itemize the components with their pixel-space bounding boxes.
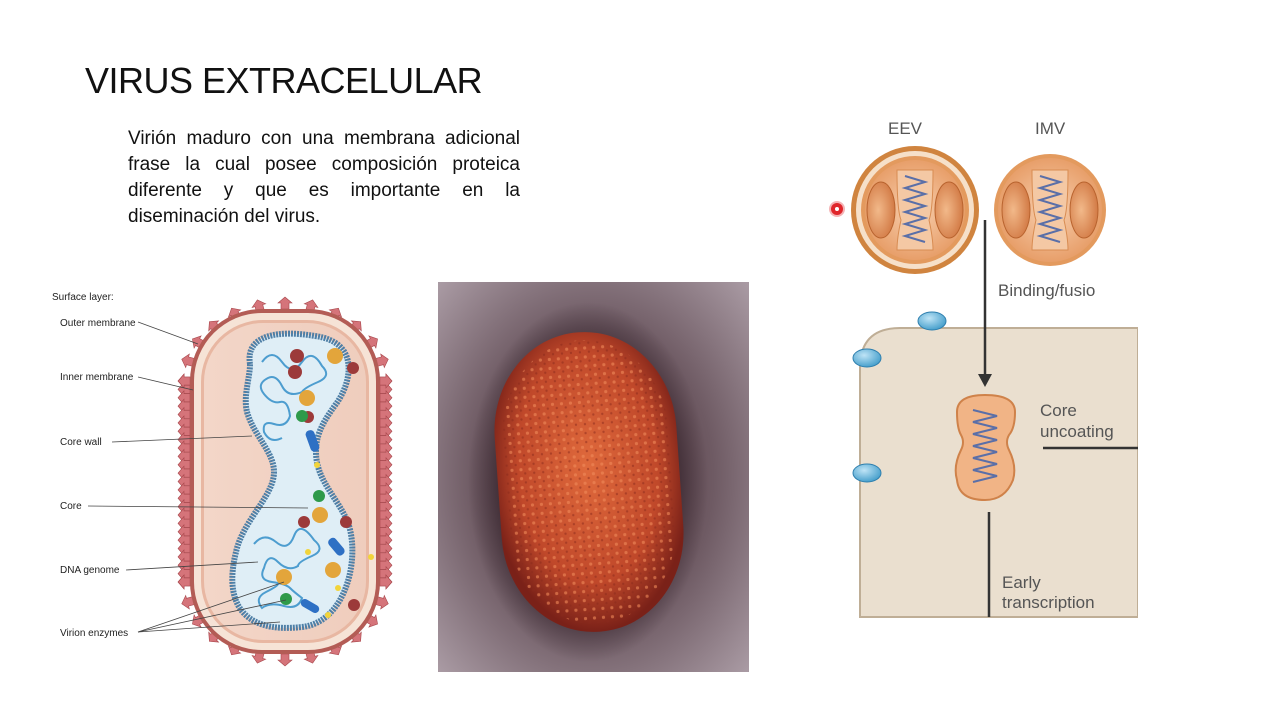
- label-outer-membrane: Outer membrane: [60, 318, 136, 329]
- receptor-bead: [852, 463, 882, 483]
- imv-particle: [994, 154, 1106, 266]
- laser-pointer-dot: [831, 203, 843, 215]
- label-dna-genome: DNA genome: [60, 565, 120, 576]
- slide-paragraph: Virión maduro con una membrana adicional…: [128, 128, 520, 227]
- label-early: Early: [1002, 573, 1041, 592]
- label-inner-membrane: Inner membrane: [60, 372, 134, 383]
- label-core-wall: Core wall: [60, 437, 102, 448]
- receptor-bead: [917, 311, 947, 331]
- label-transcription: transcription: [1002, 593, 1095, 612]
- eev-particle: [851, 146, 979, 274]
- label-uncoating: uncoating: [1040, 422, 1114, 441]
- receptor-bead: [852, 348, 882, 368]
- core-uncoating-shape: [954, 393, 1017, 502]
- label-virion-enzymes: Virion enzymes: [60, 628, 128, 639]
- dna-genome-shape: [253, 354, 328, 610]
- virus-micrograph: [438, 282, 749, 672]
- label-binding-fusion: Binding/fusio: [998, 281, 1095, 300]
- arrow-head: [978, 374, 992, 387]
- slide-title: VIRUS EXTRACELULAR: [85, 60, 483, 101]
- label-core: Core: [60, 501, 82, 512]
- core-wall-shape: [229, 330, 356, 631]
- label-eev: EEV: [888, 119, 923, 138]
- label-surface-layer: Surface layer:: [52, 292, 114, 303]
- virion-schematic: Surface layer: Outer membrane Inner memb…: [52, 292, 393, 667]
- label-imv: IMV: [1035, 119, 1066, 138]
- surface-spikes: [177, 296, 393, 667]
- label-core: Core: [1040, 401, 1077, 420]
- infection-diagram: EEV IMV Binding/fusio Core uncoating Ear…: [851, 119, 1138, 618]
